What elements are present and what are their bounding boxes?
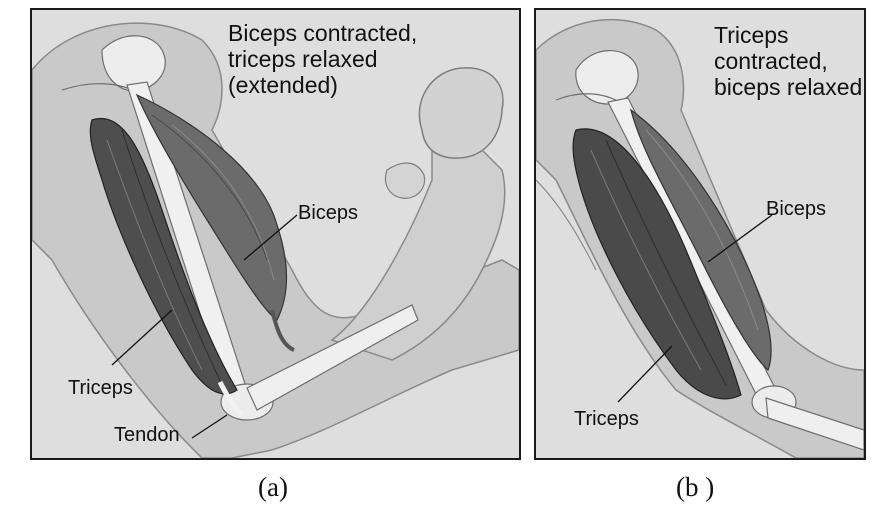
heading-b: Triceps contracted, biceps relaxed [714,22,862,100]
label-triceps-a: Triceps [68,377,133,400]
label-biceps-b: Biceps [766,198,826,221]
panel-b-extended-arm: Triceps contracted, biceps relaxed Bicep… [534,8,866,460]
label-triceps-b: Triceps [574,408,639,431]
panel-a-flexed-arm: Biceps contracted, triceps relaxed (exte… [30,8,521,460]
caption-a: (a) [258,472,288,503]
label-biceps-a: Biceps [298,202,358,225]
heading-a-line-3: (extended) [228,72,417,98]
heading-a-line-2: triceps relaxed [228,46,417,72]
heading-b-line-3: biceps relaxed [714,74,862,100]
fist-a [419,68,503,158]
caption-b: (b ) [676,472,714,503]
heading-b-line-2: contracted, [714,48,862,74]
heading-a-line-1: Biceps contracted, [228,20,417,46]
heading-a: Biceps contracted, triceps relaxed (exte… [228,20,417,98]
label-tendon-a: Tendon [114,424,180,447]
heading-b-line-1: Triceps [714,22,862,48]
